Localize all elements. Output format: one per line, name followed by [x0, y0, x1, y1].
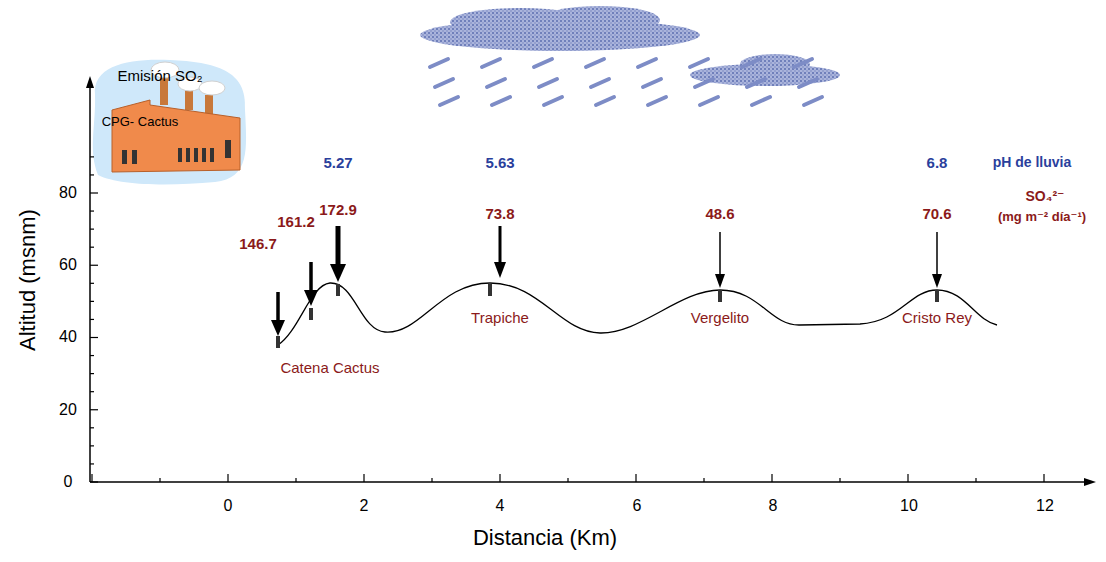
tick	[90, 481, 98, 482]
x-tick-label: 6	[633, 497, 642, 515]
rain-streak	[690, 59, 708, 67]
cloud	[420, 6, 840, 86]
rain-streak	[643, 79, 661, 87]
tick	[90, 427, 94, 428]
tick	[90, 337, 98, 338]
rain-streak	[487, 79, 505, 87]
station-mark	[276, 284, 939, 348]
tick	[90, 319, 94, 320]
rain-streak	[794, 59, 812, 67]
x-tick-label: 10	[900, 497, 918, 515]
axis-ticks	[90, 157, 1044, 482]
tick	[703, 478, 704, 482]
rain-streak	[752, 97, 770, 105]
rain-ph: 6.8	[927, 155, 948, 172]
sulfate-header: SO₄²⁻	[1026, 189, 1065, 204]
rain-streak	[799, 79, 817, 87]
tick	[771, 474, 772, 482]
rain-streak	[482, 59, 500, 67]
tick	[431, 478, 432, 482]
x-tick-label: 4	[496, 497, 505, 515]
tick	[159, 478, 160, 482]
tick	[90, 156, 94, 157]
y-tick-label: 20	[59, 401, 77, 419]
site-name: Catena Cactus	[280, 360, 379, 377]
rain-streak	[596, 97, 614, 105]
y-axis-title: Altitud (msnm)	[16, 209, 40, 351]
emission-label: Emisión SO₂	[117, 68, 202, 85]
tick	[567, 478, 568, 482]
rain-streak	[648, 97, 666, 105]
tick	[90, 373, 94, 374]
tick	[635, 474, 636, 482]
tick	[90, 229, 94, 230]
rain-streak	[804, 97, 822, 105]
rain-streak	[695, 79, 713, 87]
rain-streak	[700, 97, 718, 105]
x-tick-label: 0	[224, 497, 233, 515]
tick	[907, 474, 908, 482]
x-tick-label: 8	[769, 497, 778, 515]
tick	[90, 192, 98, 193]
tick	[90, 409, 98, 410]
rain-streak	[747, 79, 765, 87]
tick	[295, 478, 296, 482]
tick	[1043, 474, 1044, 482]
factory	[93, 60, 246, 185]
rain-streak	[440, 97, 458, 105]
tick	[227, 474, 228, 482]
sulfate-value: 172.9	[319, 202, 357, 219]
rain-ph: 5.27	[323, 155, 352, 172]
tick	[90, 283, 94, 284]
tick	[90, 265, 98, 266]
y-tick-label: 80	[59, 184, 77, 202]
rain-streak	[435, 79, 453, 87]
site-name: Trapiche	[471, 310, 529, 327]
rain-streak	[544, 97, 562, 105]
tick	[90, 355, 94, 356]
rain	[430, 59, 822, 105]
tick	[90, 445, 94, 446]
deposition-arrow	[271, 226, 942, 336]
tick	[975, 478, 976, 482]
sulfate-value: 70.6	[922, 206, 951, 223]
rain-streak	[539, 79, 557, 87]
rain-streak	[591, 79, 609, 87]
rain-ph: 5.63	[485, 155, 514, 172]
sulfate-value: 146.7	[239, 236, 277, 253]
tick	[90, 391, 94, 392]
y-tick-label: 0	[64, 473, 73, 491]
ph-header: pH de lluvia	[993, 155, 1072, 170]
y-tick-label: 40	[59, 328, 77, 346]
tick	[363, 474, 364, 482]
tick	[90, 463, 94, 464]
y-tick-label: 60	[59, 256, 77, 274]
x-tick-label: 12	[1036, 497, 1054, 515]
site-name: Vergelito	[691, 310, 749, 327]
tick	[90, 247, 94, 248]
axes	[86, 76, 1096, 486]
sulfate-value: 48.6	[705, 206, 734, 223]
rain-streak	[534, 59, 552, 67]
rain-streak	[430, 59, 448, 67]
rain-streak	[586, 59, 604, 67]
sulfate-value: 73.8	[485, 206, 514, 223]
x-axis-title: Distancia (Km)	[473, 526, 617, 550]
rain-streak	[492, 97, 510, 105]
site-name: Cristo Rey	[902, 310, 972, 327]
tick	[90, 301, 94, 302]
sulfate-value: 161.2	[277, 214, 315, 231]
rain-streak	[742, 59, 760, 67]
x-tick-label: 2	[360, 497, 369, 515]
plant-name: CPG- Cactus	[102, 115, 179, 129]
tick	[90, 210, 94, 211]
rain-streak	[638, 59, 656, 67]
tick	[91, 474, 92, 482]
tick	[499, 474, 500, 482]
terrain-profile	[278, 283, 997, 345]
sulfate-unit: (mg m⁻² día⁻¹)	[998, 210, 1086, 224]
tick	[839, 478, 840, 482]
tick	[90, 174, 94, 175]
